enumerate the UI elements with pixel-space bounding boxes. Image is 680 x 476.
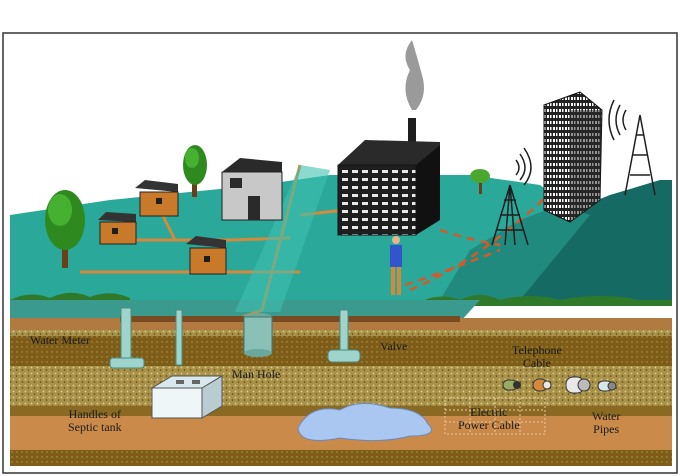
water-meter-label: Water Meter [30,334,90,347]
house-2 [135,180,178,216]
house-grey [222,158,282,220]
man-hole-label: Man Hole [232,368,280,381]
water-pipes-label: Water Pipes [592,410,620,436]
septic-tank [152,376,222,418]
telephone-cable-text-2: Cable [512,357,562,370]
man-hole [244,313,272,357]
septic-tank-label: Handles of Septic tank [68,408,122,434]
house-3 [186,236,226,274]
main-pipe [120,316,460,322]
valve-text: Valve [380,339,407,353]
electric-cable-text-2: Power Cable [458,419,520,432]
water-pipes-text-2: Pipes [592,423,620,436]
valve-label: Valve [380,340,407,353]
septic-tank-text-2: Septic tank [68,421,122,434]
house-1 [98,212,136,244]
man-hole-text: Man Hole [232,367,280,381]
water-meter-text: Water Meter [30,333,90,347]
telephone-cable-label: Telephone Cable [512,344,562,370]
office-tower [544,92,602,222]
electric-power-cable-label: Electric Power Cable [458,406,520,432]
